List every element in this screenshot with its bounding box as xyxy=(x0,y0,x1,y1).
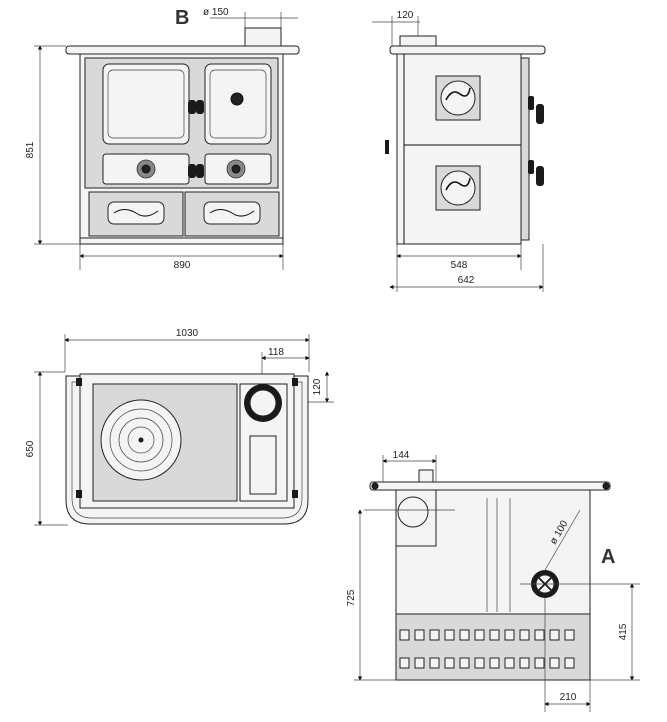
grille-slot xyxy=(444,629,455,641)
rear-flue-outlet xyxy=(397,496,429,528)
grille-slot xyxy=(474,657,485,669)
front-firebox-window xyxy=(209,69,267,139)
top-flue-x-label: 118 xyxy=(268,347,284,358)
grille-slot xyxy=(564,657,575,669)
top-flue-opening xyxy=(249,389,277,417)
grille-slot xyxy=(429,629,440,641)
front-top-plate xyxy=(65,45,300,55)
grille-slot xyxy=(504,629,515,641)
side-emblem-lower xyxy=(440,170,476,206)
front-handle-right xyxy=(196,100,204,114)
top-outer-rail-inner xyxy=(71,381,303,519)
rear-view: A 144 ø 100 xyxy=(346,450,640,712)
front-air-knob xyxy=(230,92,244,106)
rear-rail-end-right xyxy=(602,482,610,490)
grille-slot xyxy=(519,629,530,641)
grille-slot xyxy=(519,657,530,669)
grille-slot xyxy=(399,657,410,669)
side-handle-upper-grip xyxy=(536,104,544,124)
front-view: B ø 150 xyxy=(25,7,300,271)
grille-slot xyxy=(504,657,515,669)
rear-outlet-leader xyxy=(544,509,581,571)
rear-flue-stub xyxy=(418,469,434,483)
top-depth-label: 650 xyxy=(25,440,36,457)
top-hotplate-ring-4 xyxy=(127,426,155,454)
rear-top-height-label: 725 xyxy=(346,589,357,606)
front-flue-diameter-label: ø 150 xyxy=(203,7,229,18)
side-handle-lower xyxy=(528,160,534,174)
grille-slot xyxy=(489,629,500,641)
top-bracket-bl xyxy=(76,490,82,498)
top-bracket-br xyxy=(292,490,298,498)
front-lower-handle-right xyxy=(196,164,204,178)
grille-slot xyxy=(414,629,425,641)
top-hotplate-center xyxy=(138,437,144,443)
side-total-depth-label: 642 xyxy=(458,275,475,286)
side-top-plate xyxy=(389,45,546,55)
front-lower-handle-left xyxy=(188,164,196,178)
grille-slot xyxy=(549,657,560,669)
side-emblem-lower-ornament xyxy=(445,177,471,191)
grille-slot xyxy=(459,657,470,669)
view-label-b: B xyxy=(175,7,189,29)
rear-grille-panel xyxy=(395,613,591,681)
grille-slot xyxy=(444,657,455,669)
side-flue-offset-label: 120 xyxy=(397,10,414,21)
grille-slot xyxy=(429,657,440,669)
side-body-depth-label: 548 xyxy=(451,260,468,271)
rear-outlet-height-label: 415 xyxy=(618,623,629,640)
top-view: 1030 118 120 650 xyxy=(25,328,334,526)
side-door-profile xyxy=(520,57,530,241)
front-width-label: 890 xyxy=(174,260,191,271)
top-flue-slot xyxy=(249,435,277,495)
top-hotplate-ring-2 xyxy=(109,408,173,472)
grille-slot xyxy=(549,629,560,641)
front-control-knob-left-center xyxy=(141,164,151,174)
side-emblem-upper-ornament xyxy=(445,87,471,101)
front-drawer-ornament-left xyxy=(113,209,159,217)
grille-slot xyxy=(534,629,545,641)
grille-slot xyxy=(564,629,575,641)
side-rear-bracket xyxy=(385,140,389,154)
rear-rail-end-left xyxy=(371,482,379,490)
top-bracket-tl xyxy=(76,378,82,386)
grille-slot xyxy=(414,657,425,669)
side-view: 120 548 642 xyxy=(372,10,546,292)
front-handle-left xyxy=(188,100,196,114)
top-flue-y-label: 120 xyxy=(312,378,323,395)
grille-slot xyxy=(489,657,500,669)
side-handle-lower-grip xyxy=(536,166,544,186)
rear-flue-width-label: 144 xyxy=(393,450,410,461)
grille-slot xyxy=(459,629,470,641)
front-plinth xyxy=(79,237,284,245)
front-oven-door xyxy=(102,63,190,145)
side-handle-upper xyxy=(528,96,534,110)
front-height-label: 851 xyxy=(25,141,36,158)
rear-top-plate xyxy=(369,481,611,491)
side-emblem-upper xyxy=(440,80,476,116)
rear-outlet-x-label: 210 xyxy=(560,692,577,703)
top-width-label: 1030 xyxy=(176,328,199,339)
view-label-a: A xyxy=(601,546,615,568)
rear-grille-slots xyxy=(399,629,575,669)
front-flue-pipe xyxy=(244,27,282,49)
grille-slot xyxy=(534,657,545,669)
grille-slot xyxy=(399,629,410,641)
top-hotplate-ring-3 xyxy=(118,417,164,463)
front-drawer-ornament-right xyxy=(209,209,255,217)
grille-slot xyxy=(474,629,485,641)
front-control-knob-right-center xyxy=(231,164,241,174)
front-oven-window xyxy=(107,69,185,139)
top-bracket-tr xyxy=(292,378,298,386)
